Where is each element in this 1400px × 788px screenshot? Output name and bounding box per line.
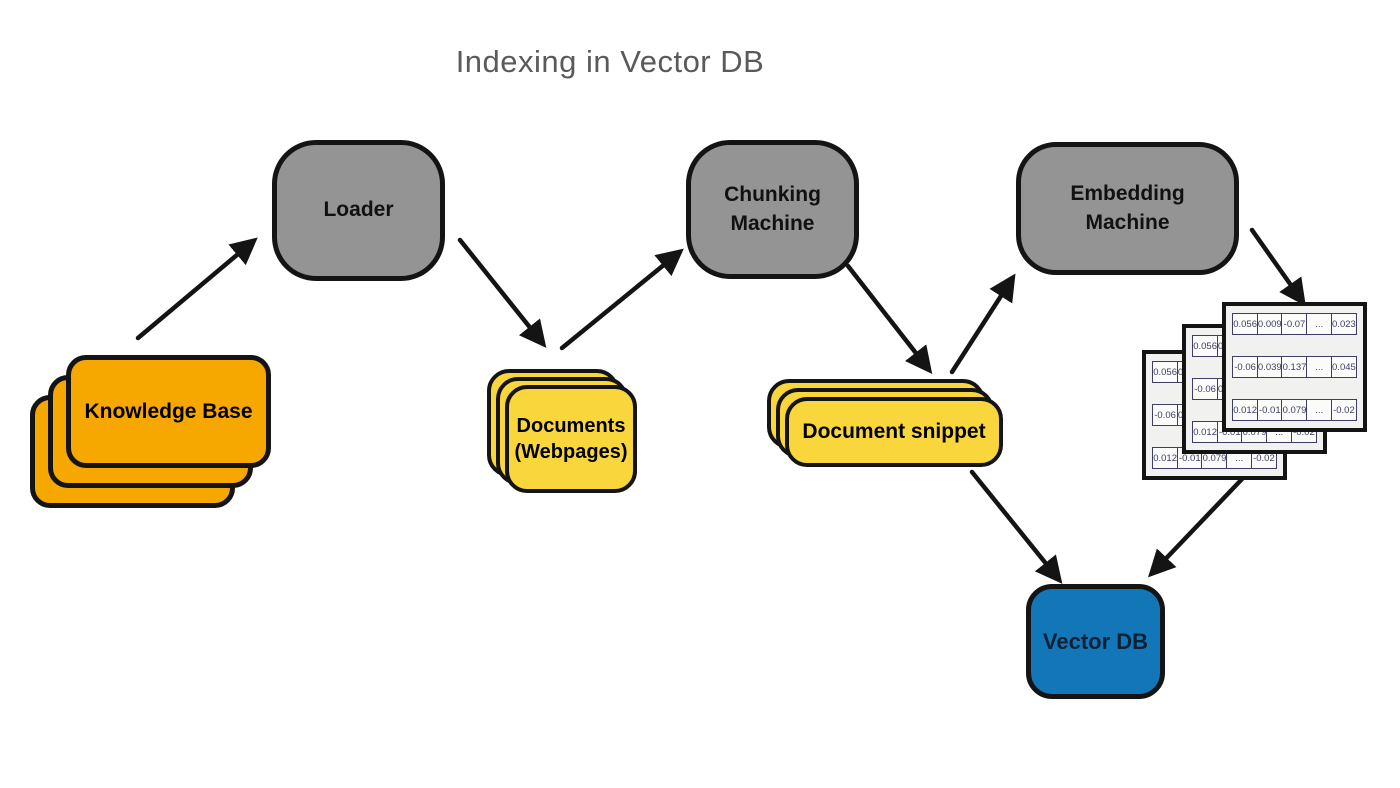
- embedding-matrix-cell: 0.137: [1281, 356, 1308, 378]
- document-snippet-stack: Document snippet: [767, 379, 1005, 469]
- embedding-matrix-cell: 0.023: [1330, 313, 1358, 335]
- embedding-matrix-cell: -0.02: [1330, 399, 1358, 421]
- embedding-machine-label-line2: Machine: [1085, 210, 1170, 234]
- arrow-document-snippet-to-embedding-machine: [949, 273, 1016, 375]
- embedding-machine-node: Embedding Machine: [1016, 142, 1239, 275]
- embedding-matrix-cell: 0.056: [1192, 335, 1219, 357]
- arrow-loader-to-documents: [457, 237, 547, 348]
- embedding-matrix-cell: 0.045: [1330, 356, 1358, 378]
- diagram-title: Indexing in Vector DB: [455, 44, 765, 79]
- arrow-document-snippet-to-vector-db: [969, 469, 1063, 584]
- arrow-knowledge-base-to-loader: [135, 237, 258, 341]
- documents-label-line2: (Webpages): [514, 441, 628, 463]
- loader-label: Loader: [323, 198, 394, 222]
- documents-label-line1: Documents: [516, 415, 626, 437]
- embedding-matrix-cell: 0.056: [1152, 361, 1179, 383]
- embedding-matrix-cell: -0.01: [1256, 399, 1283, 421]
- embedding-matrix-cell: 0.012: [1232, 399, 1259, 421]
- embedding-machine-label-line1: Embedding: [1070, 182, 1185, 206]
- embedding-matrix-cell: ...: [1306, 313, 1333, 335]
- embedding-matrix-cell: 0.012: [1152, 447, 1179, 469]
- documents-card-front: Documents (Webpages): [505, 385, 637, 493]
- document-snippet-label: Document snippet: [802, 420, 986, 443]
- embedding-matrix-cell: 0.012: [1192, 421, 1219, 443]
- knowledge-base-card-front: Knowledge Base: [66, 355, 271, 468]
- embedding-matrix-cell: -0.06: [1192, 378, 1219, 400]
- arrow-documents-to-chunking-machine: [559, 248, 684, 351]
- embedding-matrix-cell: 0.009: [1256, 313, 1283, 335]
- embedding-matrix-cell: -0.07: [1281, 313, 1308, 335]
- arrow-embeddings-to-vector-db: [1148, 475, 1246, 578]
- chunking-machine-node: Chunking Machine: [686, 140, 859, 279]
- embedding-matrix-cell: ...: [1306, 399, 1333, 421]
- vector-db-node: Vector DB: [1026, 584, 1165, 699]
- arrow-chunking-machine-to-document-snippet: [845, 263, 933, 374]
- arrow-embedding-machine-to-embeddings: [1249, 227, 1306, 307]
- chunking-machine-label-line2: Machine: [730, 211, 815, 235]
- documents-stack: Documents (Webpages): [487, 369, 639, 495]
- embedding-matrix-cell: ...: [1306, 356, 1333, 378]
- knowledge-base-label: Knowledge Base: [84, 399, 253, 423]
- vector-db-label: Vector DB: [1042, 628, 1149, 654]
- embedding-matrix-cell: 0.056: [1232, 313, 1259, 335]
- embedding-matrix-cell: -0.06: [1232, 356, 1259, 378]
- knowledge-base-stack: Knowledge Base: [30, 355, 272, 511]
- embedding-matrix-cell: 0.079: [1281, 399, 1308, 421]
- embedding-matrix-cell: 0.039: [1256, 356, 1283, 378]
- document-snippet-card-front: Document snippet: [785, 397, 1003, 467]
- loader-node: Loader: [272, 140, 445, 281]
- chunking-machine-label-line1: Chunking: [724, 183, 821, 207]
- embedding-matrix-cell: -0.06: [1152, 404, 1179, 426]
